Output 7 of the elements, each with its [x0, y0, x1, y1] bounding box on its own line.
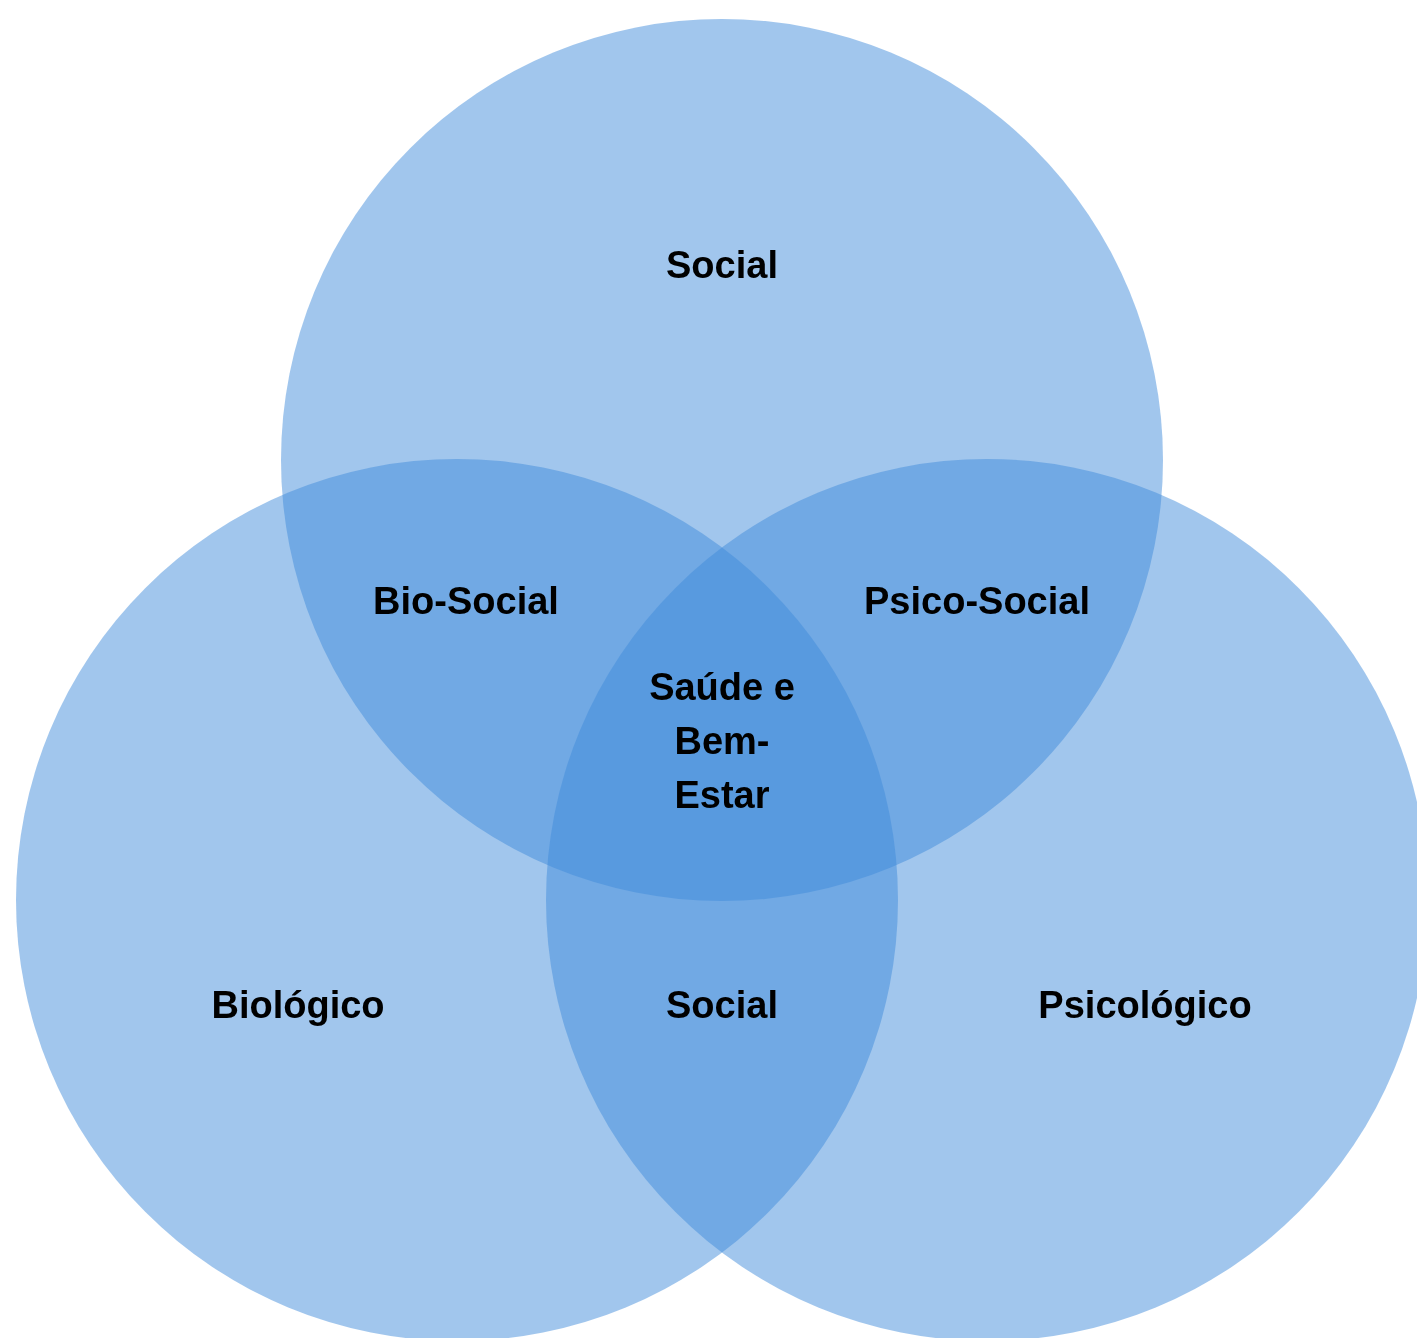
overlap-label: Psico-Social [864, 579, 1090, 624]
circle-label: Psicológico [1038, 983, 1252, 1028]
overlap-label: Social [666, 983, 778, 1028]
overlap-label: Saúde e Bem-Estar [648, 665, 796, 818]
circle-label: Social [666, 243, 778, 288]
overlap-label: Bio-Social [373, 579, 559, 624]
circle-label: Biológico [211, 983, 385, 1028]
